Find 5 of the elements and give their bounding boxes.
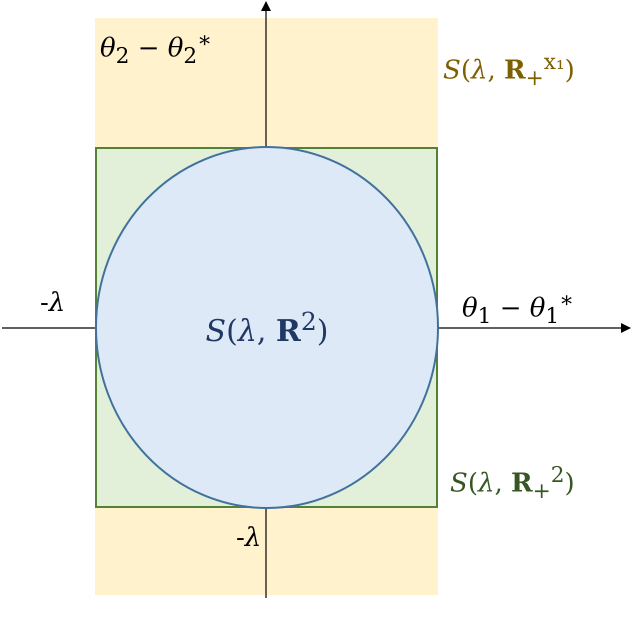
- set-label: S(λ, R$_{+}$$^{2}$): [450, 465, 575, 503]
- tick-label: -λ: [40, 290, 66, 316]
- set-label: S(λ, R$_{+}$$^{x₁}$): [443, 52, 575, 90]
- set-label: S(λ, R$^{2}$): [206, 308, 328, 346]
- tick-label: -λ: [236, 525, 262, 551]
